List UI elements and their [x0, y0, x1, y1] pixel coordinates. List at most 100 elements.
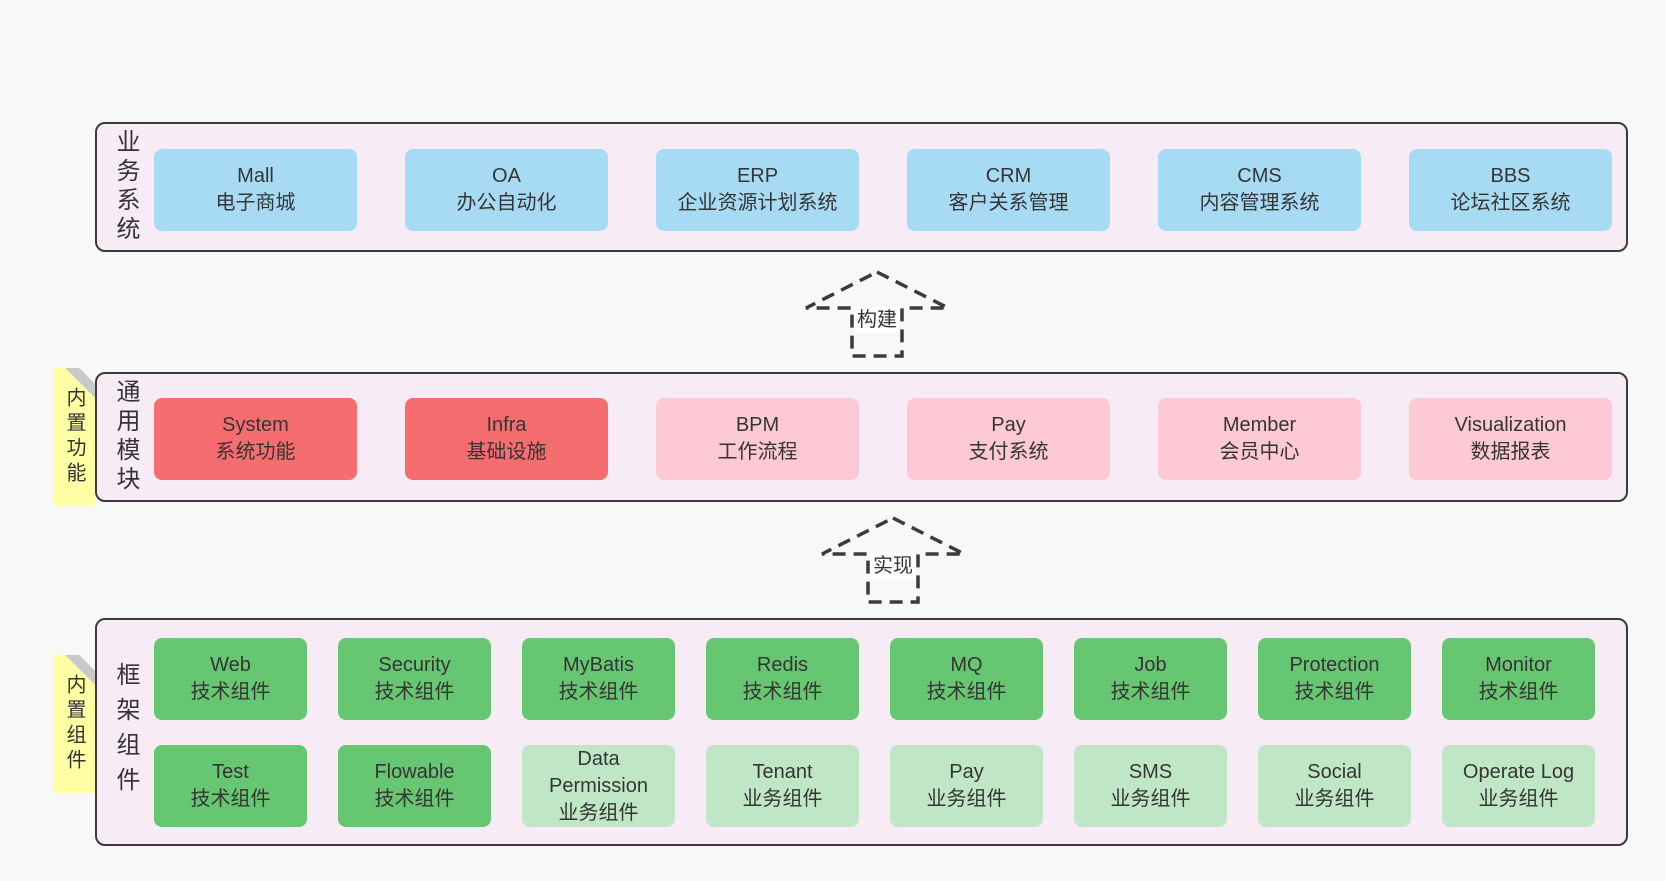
box-title: Infra [486, 414, 527, 436]
box-title: SMS [1128, 761, 1173, 783]
sticky-tag-built-in-components: 内置组件 [54, 655, 95, 793]
layer-common-modules: 通用模块 System 系统功能 Infra 基础设施 BPM 工作流程 Pay 支付系统 Me… [95, 372, 1628, 502]
box-subtitle: 论坛社区系统 [1450, 192, 1571, 214]
box-protection: Protection 技术组件 [1258, 638, 1411, 720]
implement-arrow: 实现 [818, 514, 968, 606]
box-title: Operate Log [1462, 761, 1575, 783]
box-subtitle: 技术组件 [1294, 681, 1375, 703]
box-subtitle: 业务组件 [742, 788, 823, 810]
box-title: Flowable [374, 761, 455, 783]
box-tenant: Tenant 业务组件 [706, 745, 859, 827]
box-redis: Redis 技术组件 [706, 638, 859, 720]
box-title: Member [1222, 414, 1297, 436]
box-title: Web [210, 654, 251, 676]
box-bbs: BBS 论坛社区系统 [1409, 149, 1612, 231]
box-system: System 系统功能 [154, 398, 357, 480]
box-title: System [222, 414, 289, 436]
box-title: ERP [736, 165, 779, 187]
box-visualization: Visualization 数据报表 [1409, 398, 1612, 480]
box-subtitle: 基础设施 [466, 441, 547, 463]
box-data-permission: Data Permission 业务组件 [522, 745, 675, 827]
box-subtitle: 内容管理系统 [1199, 192, 1320, 214]
box-subtitle: 技术组件 [1110, 681, 1191, 703]
box-subtitle: 会员中心 [1219, 441, 1300, 463]
box-title: Visualization [1454, 414, 1567, 436]
box-title: Monitor [1485, 654, 1552, 676]
box-cms: CMS 内容管理系统 [1158, 149, 1361, 231]
box-title: Security [378, 654, 451, 676]
box-title: Data Permission [549, 747, 648, 797]
box-pay: Pay 支付系统 [907, 398, 1110, 480]
box-subtitle: 技术组件 [742, 681, 823, 703]
box-title: Job [1134, 654, 1167, 676]
sticky-tag-text: 内置组件 [63, 674, 85, 774]
box-title: BPM [735, 414, 780, 436]
box-subtitle: 业务组件 [1294, 788, 1375, 810]
box-title: Tenant [752, 761, 813, 783]
box-monitor: Monitor 技术组件 [1442, 638, 1595, 720]
box-operate-log: Operate Log 业务组件 [1442, 745, 1595, 827]
box-subtitle: 客户关系管理 [948, 192, 1069, 214]
box-erp: ERP 企业资源计划系统 [656, 149, 859, 231]
build-arrow-label: 构建 [854, 307, 900, 333]
box-title: MyBatis [562, 654, 635, 676]
box-subtitle: 技术组件 [926, 681, 1007, 703]
box-subtitle: 企业资源计划系统 [677, 192, 838, 214]
box-title: CRM [985, 165, 1032, 187]
box-subtitle: 电子商城 [215, 192, 296, 214]
box-subtitle: 业务组件 [926, 788, 1007, 810]
implement-arrow-label: 实现 [870, 553, 916, 579]
box-subtitle: 业务组件 [558, 801, 639, 824]
box-job: Job 技术组件 [1074, 638, 1227, 720]
box-security: Security 技术组件 [338, 638, 491, 720]
box-subtitle: 业务组件 [1478, 788, 1559, 810]
layer-business-systems: 业务系统 Mall 电子商城 OA 办公自动化 ERP 企业资源计划系统 CRM 客户关系管理… [95, 122, 1628, 252]
box-title: BBS [1490, 165, 1531, 187]
business-boxes-row: Mall 电子商城 OA 办公自动化 ERP 企业资源计划系统 CRM 客户关系管理 CMS 内容… [154, 149, 1612, 231]
sticky-tag-text: 内置功能 [63, 387, 85, 487]
layer-modules-label: 通用模块 [112, 379, 139, 495]
box-pay: Pay 业务组件 [890, 745, 1043, 827]
box-subtitle: 技术组件 [190, 788, 271, 810]
box-mq: MQ 技术组件 [890, 638, 1043, 720]
box-web: Web 技术组件 [154, 638, 307, 720]
box-title: OA [492, 165, 521, 187]
layer-components-label: 框架组件 [112, 662, 139, 802]
box-bpm: BPM 工作流程 [656, 398, 859, 480]
box-title: Test [212, 761, 249, 783]
box-title: Social [1307, 761, 1362, 783]
modules-boxes-row: System 系统功能 Infra 基础设施 BPM 工作流程 Pay 支付系统 Member 会… [154, 398, 1612, 480]
layer-business-label: 业务系统 [112, 129, 139, 245]
box-title: Redis [756, 654, 809, 676]
box-title: Mall [237, 165, 274, 187]
box-test: Test 技术组件 [154, 745, 307, 827]
box-infra: Infra 基础设施 [405, 398, 608, 480]
box-subtitle: 系统功能 [215, 441, 296, 463]
box-subtitle: 业务组件 [1110, 788, 1191, 810]
box-subtitle: 工作流程 [717, 441, 798, 463]
box-subtitle: 数据报表 [1470, 441, 1551, 463]
box-title: Protection [1289, 654, 1380, 676]
box-subtitle: 技术组件 [374, 681, 455, 703]
box-mall: Mall 电子商城 [154, 149, 357, 231]
box-title: CMS [1237, 165, 1282, 187]
box-subtitle: 支付系统 [968, 441, 1049, 463]
build-arrow: 构建 [802, 268, 952, 360]
box-oa: OA 办公自动化 [405, 149, 608, 231]
box-title: MQ [950, 654, 983, 676]
box-title: Pay [991, 414, 1026, 436]
box-member: Member 会员中心 [1158, 398, 1361, 480]
box-social: Social 业务组件 [1258, 745, 1411, 827]
box-subtitle: 技术组件 [1478, 681, 1559, 703]
box-sms: SMS 业务组件 [1074, 745, 1227, 827]
box-crm: CRM 客户关系管理 [907, 149, 1110, 231]
box-subtitle: 技术组件 [190, 681, 271, 703]
box-title: Pay [949, 761, 984, 783]
box-subtitle: 办公自动化 [456, 192, 557, 214]
